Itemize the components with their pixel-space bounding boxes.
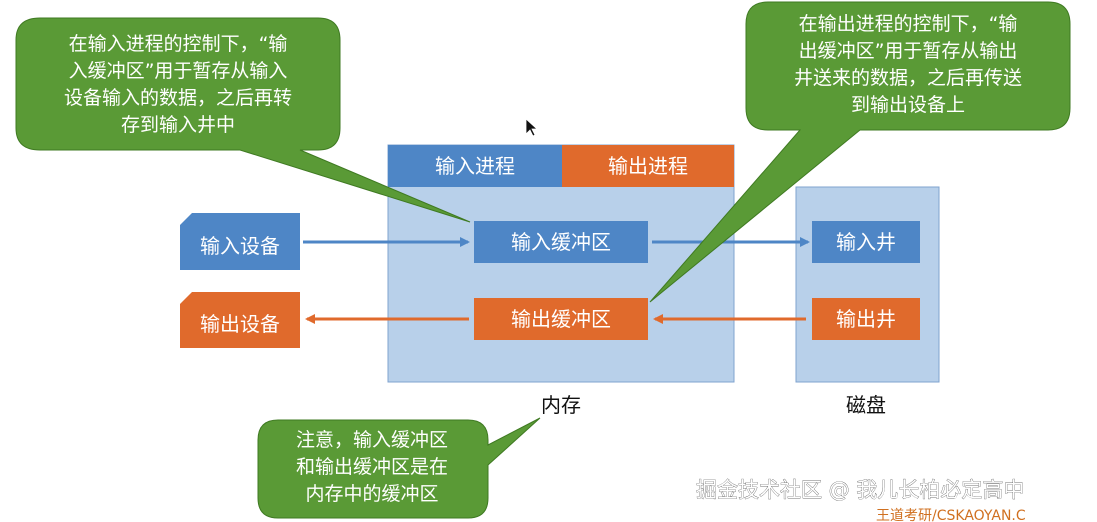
output-callout-line-1: 在输出进程的控制下，“输 xyxy=(799,13,1018,35)
input-callout-line-1: 在输入进程的控制下，“输 xyxy=(69,33,288,55)
watermark-bottom-text: 王道考研/CSKAOYAN.C xyxy=(876,508,1026,522)
input-callout-line-3: 设备输入的数据，之后再转 xyxy=(64,87,292,109)
input-well-box xyxy=(812,221,920,263)
input-well-label: 输入井 xyxy=(836,230,896,254)
input-callout xyxy=(15,17,471,223)
disk-label: 磁盘 xyxy=(846,393,886,417)
output-buffer-label: 输出缓冲区 xyxy=(511,307,611,331)
output-callout-line-3: 井送来的数据，之后再传送 xyxy=(794,67,1022,89)
note-callout-line-1: 注意，输入缓冲区 xyxy=(296,429,448,451)
input-callout-line-2: 入缓冲区”用于暂存从输入 xyxy=(69,60,288,82)
output-device-box xyxy=(180,292,300,348)
output-callout-line-4: 到输出设备上 xyxy=(851,94,965,116)
output-device-label: 输出设备 xyxy=(200,312,280,336)
note-callout xyxy=(257,417,541,519)
mouse-cursor-icon xyxy=(525,118,539,137)
input-process-label: 输入进程 xyxy=(435,154,515,178)
output-callout xyxy=(649,1,1071,303)
output-process-box xyxy=(562,145,734,187)
input-buffer-box xyxy=(474,221,648,263)
input-device-label: 输入设备 xyxy=(200,234,280,258)
input-buffer-label: 输入缓冲区 xyxy=(511,230,611,254)
output-process-label: 输出进程 xyxy=(608,154,688,178)
watermark-text: 掘金技术社区 @ 我儿长柏必定高中 xyxy=(696,478,1024,502)
input-device-box xyxy=(180,213,300,270)
output-well-label: 输出井 xyxy=(836,307,896,331)
output-callout-line-2: 出缓冲区”用于暂存从输出 xyxy=(799,40,1018,62)
input-callout-line-4: 存到输入井中 xyxy=(121,114,235,136)
input-process-box xyxy=(388,145,562,187)
note-callout-line-2: 和输出缓冲区是在 xyxy=(296,456,448,478)
output-buffer-box xyxy=(474,298,648,340)
memory-label: 内存 xyxy=(541,393,581,417)
output-well-box xyxy=(812,298,920,340)
disk-area xyxy=(795,186,940,383)
note-callout-line-3: 内存中的缓冲区 xyxy=(305,483,438,505)
